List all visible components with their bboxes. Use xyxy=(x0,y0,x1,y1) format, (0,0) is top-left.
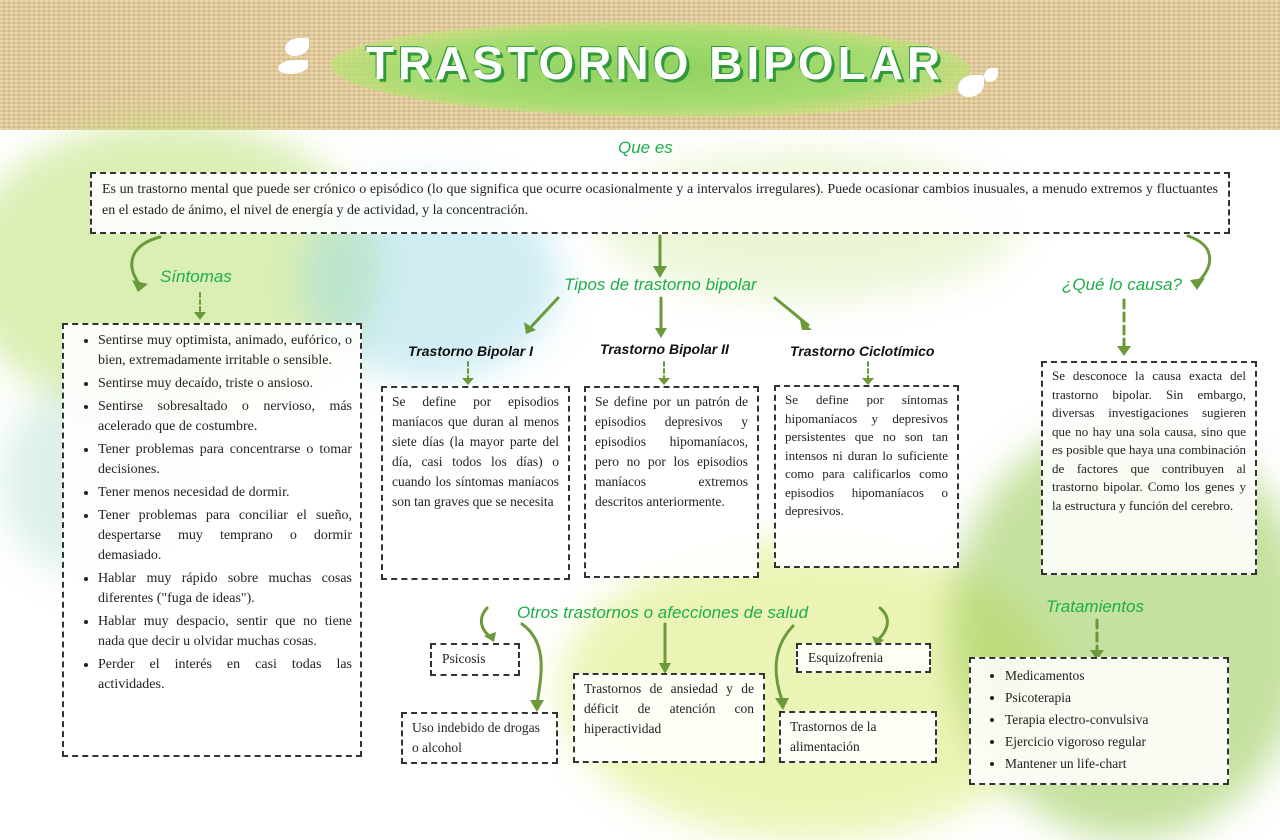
causa-box: Se desconoce la causa exacta del trastor… xyxy=(1041,361,1257,575)
list-item: Ejercicio vigoroso regular xyxy=(1005,732,1219,751)
tipo1-title: Trastorno Bipolar I xyxy=(408,343,533,359)
drop-decoration xyxy=(984,68,998,82)
otros-heading: Otros trastornos o afecciones de salud xyxy=(517,603,809,622)
drop-decoration xyxy=(285,38,309,56)
list-item: Hablar muy despacio, sentir que no tiene… xyxy=(98,612,352,652)
otros-item-text: Psicosis xyxy=(442,651,486,666)
otros-item-esquizofrenia: Esquizofrenia xyxy=(796,643,931,673)
list-item: Medicamentos xyxy=(1005,666,1219,685)
tipo2-text: Se define por un patrón de episodios dep… xyxy=(595,394,748,509)
otros-item-ansiedad: Trastornos de ansiedad y de déficit de a… xyxy=(573,673,765,763)
que-es-heading: Que es xyxy=(618,138,673,157)
definition-box: Es un trastorno mental que puede ser cró… xyxy=(90,172,1230,234)
list-item: Perder el interés en casi todas las acti… xyxy=(98,655,352,695)
list-item: Tener problemas para conciliar el sueño,… xyxy=(98,506,352,566)
tipo1-text: Se define por episodios maníacos que dur… xyxy=(392,394,559,509)
tipo3-text: Se define por síntomas hipomaníacos y de… xyxy=(785,392,948,518)
otros-item-text: Trastornos de ansiedad y de déficit de a… xyxy=(584,681,754,736)
arrow-drogas xyxy=(520,622,543,707)
drop-decoration xyxy=(278,60,308,74)
arrow-psicosis xyxy=(479,606,494,640)
otros-item-alimentacion: Trastornos de la alimentación xyxy=(779,711,937,763)
list-item: Tener problemas para concentrarse o toma… xyxy=(98,440,352,480)
title-banner xyxy=(330,22,970,117)
tipo1-box: Se define por episodios maníacos que dur… xyxy=(381,386,570,580)
otros-item-text: Esquizofrenia xyxy=(808,650,883,665)
definition-text: Es un trastorno mental que puede ser cró… xyxy=(102,182,1218,218)
sintomas-list: Sentirse muy optimista, animado, eufóric… xyxy=(72,331,352,695)
tratamientos-box: Medicamentos Psicoterapia Terapia electr… xyxy=(969,657,1229,785)
list-item: Psicoterapia xyxy=(1005,688,1219,707)
list-item: Terapia electro-convulsiva xyxy=(1005,710,1219,729)
drop-decoration xyxy=(958,75,984,97)
list-item: Sentirse muy optimista, animado, eufóric… xyxy=(98,331,352,371)
otros-item-psicosis: Psicosis xyxy=(430,643,520,676)
otros-item-drogas: Uso indebido de drogas o alcohol xyxy=(401,712,558,764)
causa-text: Se desconoce la causa exacta del trastor… xyxy=(1052,368,1246,513)
arrow-sintomas xyxy=(130,235,162,287)
list-item: Hablar muy rápido sobre muchas cosas dif… xyxy=(98,569,352,609)
arrow-causa xyxy=(1186,234,1212,284)
arrow-esquizofrenia xyxy=(876,606,889,642)
otros-item-text: Uso indebido de drogas o alcohol xyxy=(412,720,540,755)
list-item: Mantener un life-chart xyxy=(1005,754,1219,773)
tipo3-title: Trastorno Ciclotímico xyxy=(790,343,935,359)
tratamientos-list: Medicamentos Psicoterapia Terapia electr… xyxy=(979,666,1219,773)
list-item: Sentirse muy decaído, triste o ansioso. xyxy=(98,374,352,394)
tipo2-title: Trastorno Bipolar II xyxy=(600,341,729,357)
tipo3-box: Se define por síntomas hipomaníacos y de… xyxy=(774,385,959,568)
list-item: Tener menos necesidad de dormir. xyxy=(98,483,352,503)
sintomas-heading: Síntomas xyxy=(160,267,232,286)
arrow-tipo1 xyxy=(528,296,560,330)
tipo2-box: Se define por un patrón de episodios dep… xyxy=(584,386,759,578)
arrow-tipo3 xyxy=(773,296,810,327)
sintomas-box: Sentirse muy optimista, animado, eufóric… xyxy=(62,323,362,757)
page-title: TRASTORNO BIPOLAR xyxy=(365,37,945,89)
tratamientos-heading: Tratamientos xyxy=(1046,597,1144,616)
list-item: Sentirse sobresaltado o nervioso, más ac… xyxy=(98,397,352,437)
arrow-alimentacion xyxy=(774,624,795,702)
tipos-heading: Tipos de trastorno bipolar xyxy=(564,275,757,294)
otros-item-text: Trastornos de la alimentación xyxy=(790,719,877,754)
causa-heading: ¿Qué lo causa? xyxy=(1062,275,1183,294)
